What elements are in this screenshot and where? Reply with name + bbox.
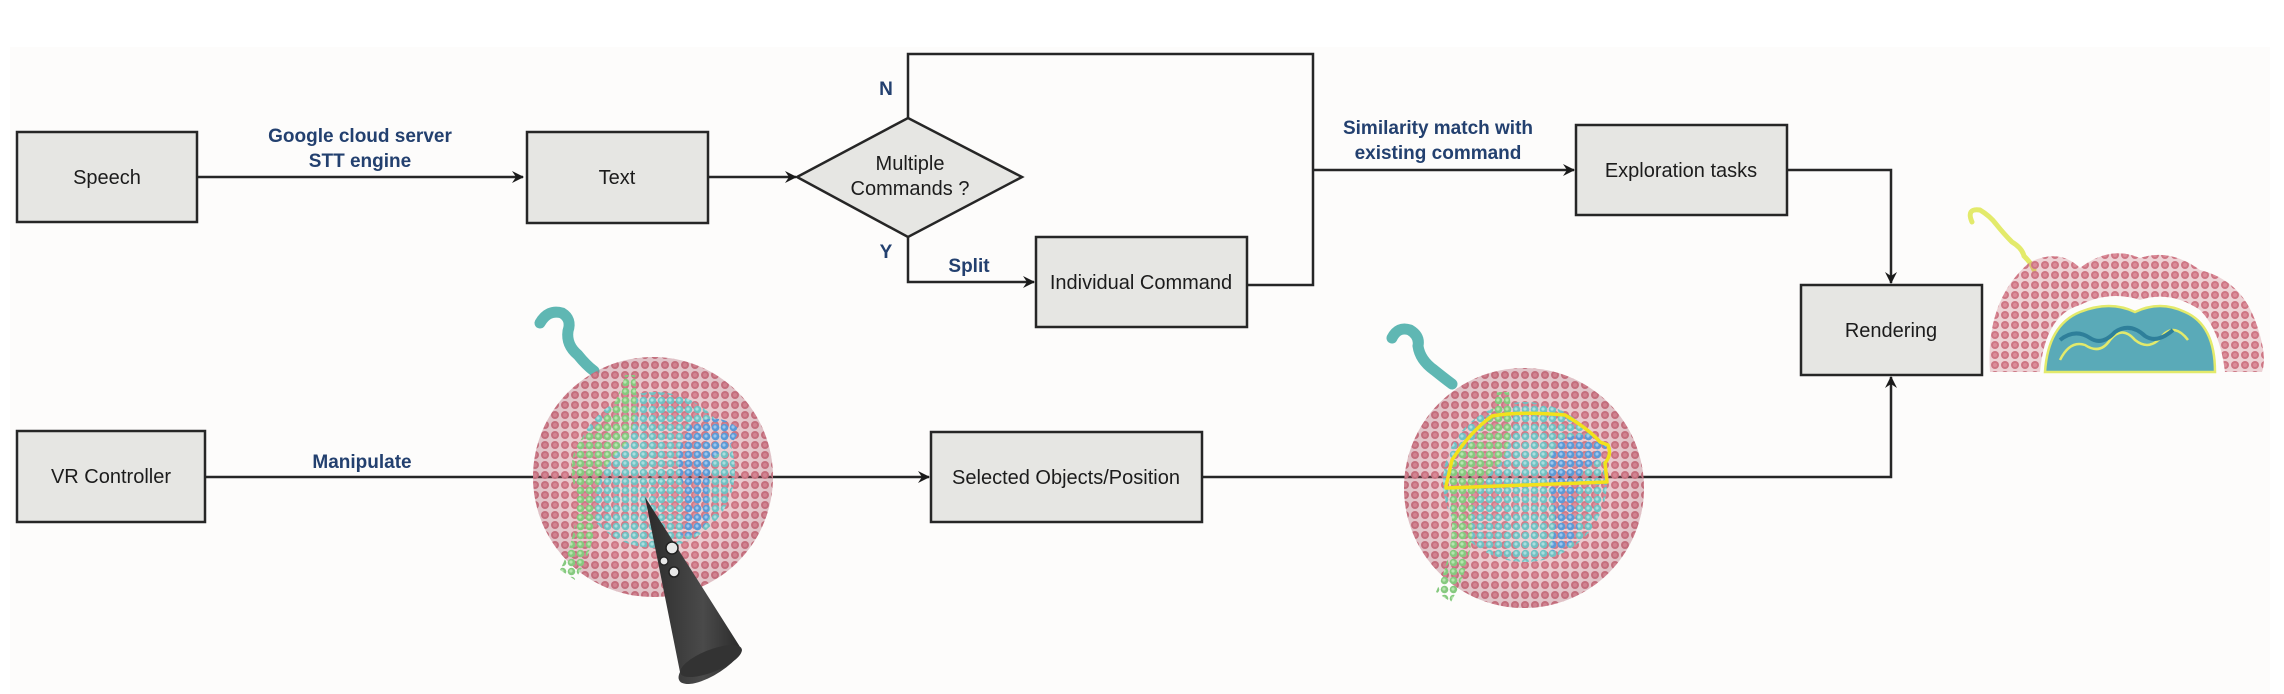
edge-yes-branch	[906, 237, 1035, 288]
rendering-label: Rendering	[1845, 320, 1937, 342]
nucleosome-manipulated-image	[533, 306, 773, 685]
stt-label-line2: STT engine	[309, 151, 411, 172]
dna-arc	[1989, 253, 2264, 372]
decision-label-line2: Commands ?	[851, 178, 970, 200]
text-label: Text	[599, 167, 636, 189]
histone-core-green	[1436, 392, 1512, 602]
rendered-result-image	[1967, 207, 2264, 374]
individual-command-label: Individual Command	[1050, 272, 1232, 294]
split-label: Split	[948, 256, 990, 277]
speech-label: Speech	[73, 167, 141, 189]
no-label: N	[879, 79, 893, 100]
vr-controller-label: VR Controller	[51, 466, 171, 488]
yes-label: Y	[880, 242, 893, 263]
selected-objects-node: Selected Objects/Position	[929, 430, 1204, 524]
histone-core-blue	[678, 418, 740, 536]
individual-command-node: Individual Command	[1034, 235, 1249, 329]
histone-tail	[1386, 323, 1458, 390]
decision-node: Multiple Commands ?	[794, 116, 1025, 239]
selected-objects-label: Selected Objects/Position	[952, 467, 1180, 489]
edge-no-branch	[906, 52, 1315, 170]
histone-core-green	[560, 375, 637, 580]
histone-tail	[534, 306, 600, 377]
histone-tail	[1967, 207, 2037, 273]
nucleosome-selected-image	[1386, 323, 1644, 608]
exploration-tasks-label: Exploration tasks	[1605, 160, 1757, 182]
exploration-tasks-node: Exploration tasks	[1574, 123, 1789, 217]
similarity-label-line2: existing command	[1355, 143, 1522, 164]
decision-label-line1: Multiple	[876, 153, 945, 175]
text-node: Text	[525, 130, 710, 225]
vr-controller-node: VR Controller	[15, 429, 207, 524]
selection-outline	[1444, 411, 1612, 490]
stt-label-line1: Google cloud server	[268, 126, 452, 147]
rendering-node: Rendering	[1799, 283, 1984, 377]
manipulate-label: Manipulate	[312, 452, 411, 473]
histone-ribbons	[2043, 304, 2217, 374]
speech-node: Speech	[15, 130, 199, 224]
vr-controller-icon	[645, 497, 742, 685]
edge-individual-to-merge	[1247, 170, 1315, 287]
similarity-label-line1: Similarity match with	[1343, 118, 1533, 139]
edge-exploration-to-rendering	[1787, 168, 1897, 284]
histone-core-blue	[1548, 435, 1608, 551]
